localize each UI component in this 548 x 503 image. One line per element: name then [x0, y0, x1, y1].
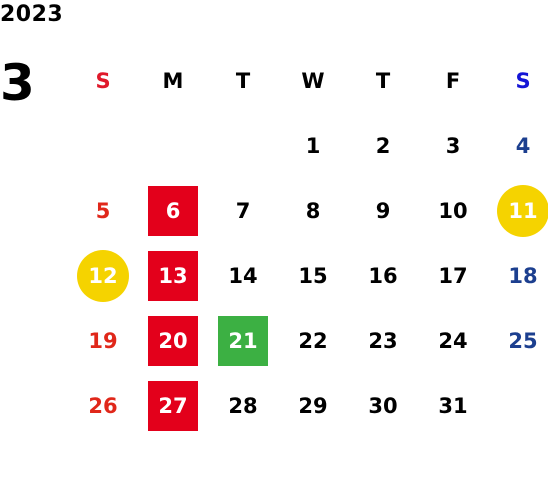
day-cell-29[interactable]: 29	[278, 373, 348, 438]
week-row: 19 20 21 22 23 24 25	[68, 308, 548, 373]
weekday-tue: T	[235, 68, 251, 93]
day-highlight-square	[148, 250, 198, 301]
weekday-thu: T	[375, 68, 391, 93]
year-label: 2023	[0, 2, 64, 27]
weekday-sun: S	[95, 68, 111, 93]
day-highlight-circle	[77, 249, 129, 302]
day-number: 19	[88, 328, 118, 353]
day-number: 21	[228, 328, 258, 353]
day-cell-14[interactable]: 14	[208, 243, 278, 308]
day-number: 28	[228, 393, 258, 418]
day-highlight-square	[148, 185, 198, 236]
day-cell-17[interactable]: 17	[418, 243, 488, 308]
day-number: 25	[508, 328, 538, 353]
day-cell-6[interactable]: 6	[138, 178, 208, 243]
day-cell-22[interactable]: 22	[278, 308, 348, 373]
day-cell-24[interactable]: 24	[418, 308, 488, 373]
day-number: 4	[515, 133, 531, 158]
day-number: 30	[368, 393, 398, 418]
week-row: 12 13 14 15 16 17 18	[68, 243, 548, 308]
day-highlight-square	[148, 315, 198, 366]
week-row: 5 6 7 8 9 10 11	[68, 178, 548, 243]
day-cell-9[interactable]: 9	[348, 178, 418, 243]
day-number: 3	[445, 133, 461, 158]
day-number: 9	[375, 198, 391, 223]
day-cell-16[interactable]: 16	[348, 243, 418, 308]
day-cell-25[interactable]: 25	[488, 308, 548, 373]
day-number: 15	[298, 263, 328, 288]
day-cell-23[interactable]: 23	[348, 308, 418, 373]
day-number: 20	[158, 328, 188, 353]
day-number: 17	[438, 263, 468, 288]
day-number: 22	[298, 328, 328, 353]
day-cell-1[interactable]: 1	[278, 113, 348, 178]
weekday-header-row: S M T W T F S	[68, 48, 548, 113]
empty-day-cell	[488, 373, 548, 438]
day-cell-3[interactable]: 3	[418, 113, 488, 178]
empty-day-cell	[68, 113, 138, 178]
day-highlight-square	[148, 380, 198, 431]
week-row: 26 27 28 29 30 31	[68, 373, 548, 438]
day-number: 29	[298, 393, 328, 418]
day-number: 5	[95, 198, 111, 223]
day-cell-13[interactable]: 13	[138, 243, 208, 308]
day-cell-7[interactable]: 7	[208, 178, 278, 243]
day-number: 24	[438, 328, 468, 353]
empty-day-cell	[208, 113, 278, 178]
weekday-sat: S	[515, 68, 531, 93]
day-number: 12	[88, 263, 118, 288]
weekday-fri: F	[445, 68, 461, 93]
day-cell-21[interactable]: 21	[208, 308, 278, 373]
day-cell-8[interactable]: 8	[278, 178, 348, 243]
day-number: 6	[165, 198, 181, 223]
day-number: 11	[508, 198, 538, 223]
weekday-mon: M	[162, 68, 184, 93]
day-number: 7	[235, 198, 251, 223]
day-number: 1	[305, 133, 321, 158]
day-cell-19[interactable]: 19	[68, 308, 138, 373]
empty-day-cell	[138, 113, 208, 178]
day-cell-5[interactable]: 5	[68, 178, 138, 243]
day-number: 13	[158, 263, 188, 288]
day-number: 18	[508, 263, 538, 288]
day-number: 8	[305, 198, 321, 223]
day-cell-27[interactable]: 27	[138, 373, 208, 438]
day-cell-20[interactable]: 20	[138, 308, 208, 373]
day-number: 31	[438, 393, 468, 418]
day-number: 27	[158, 393, 188, 418]
day-cell-10[interactable]: 10	[418, 178, 488, 243]
week-row: 1 2 3 4	[68, 113, 548, 178]
day-cell-15[interactable]: 15	[278, 243, 348, 308]
day-cell-31[interactable]: 31	[418, 373, 488, 438]
day-number: 10	[438, 198, 468, 223]
day-number: 26	[88, 393, 118, 418]
day-cell-28[interactable]: 28	[208, 373, 278, 438]
day-cell-26[interactable]: 26	[68, 373, 138, 438]
day-highlight-square	[218, 315, 268, 366]
day-number: 14	[228, 263, 258, 288]
day-number: 2	[375, 133, 391, 158]
weekday-wed: W	[301, 68, 325, 93]
day-cell-30[interactable]: 30	[348, 373, 418, 438]
day-cell-11[interactable]: 11	[488, 178, 548, 243]
day-cell-4[interactable]: 4	[488, 113, 548, 178]
month-label: 3	[0, 54, 35, 112]
day-cell-2[interactable]: 2	[348, 113, 418, 178]
day-number: 23	[368, 328, 398, 353]
day-cell-12[interactable]: 12	[68, 243, 138, 308]
day-highlight-circle	[497, 184, 548, 237]
day-number: 16	[368, 263, 398, 288]
day-cell-18[interactable]: 18	[488, 243, 548, 308]
